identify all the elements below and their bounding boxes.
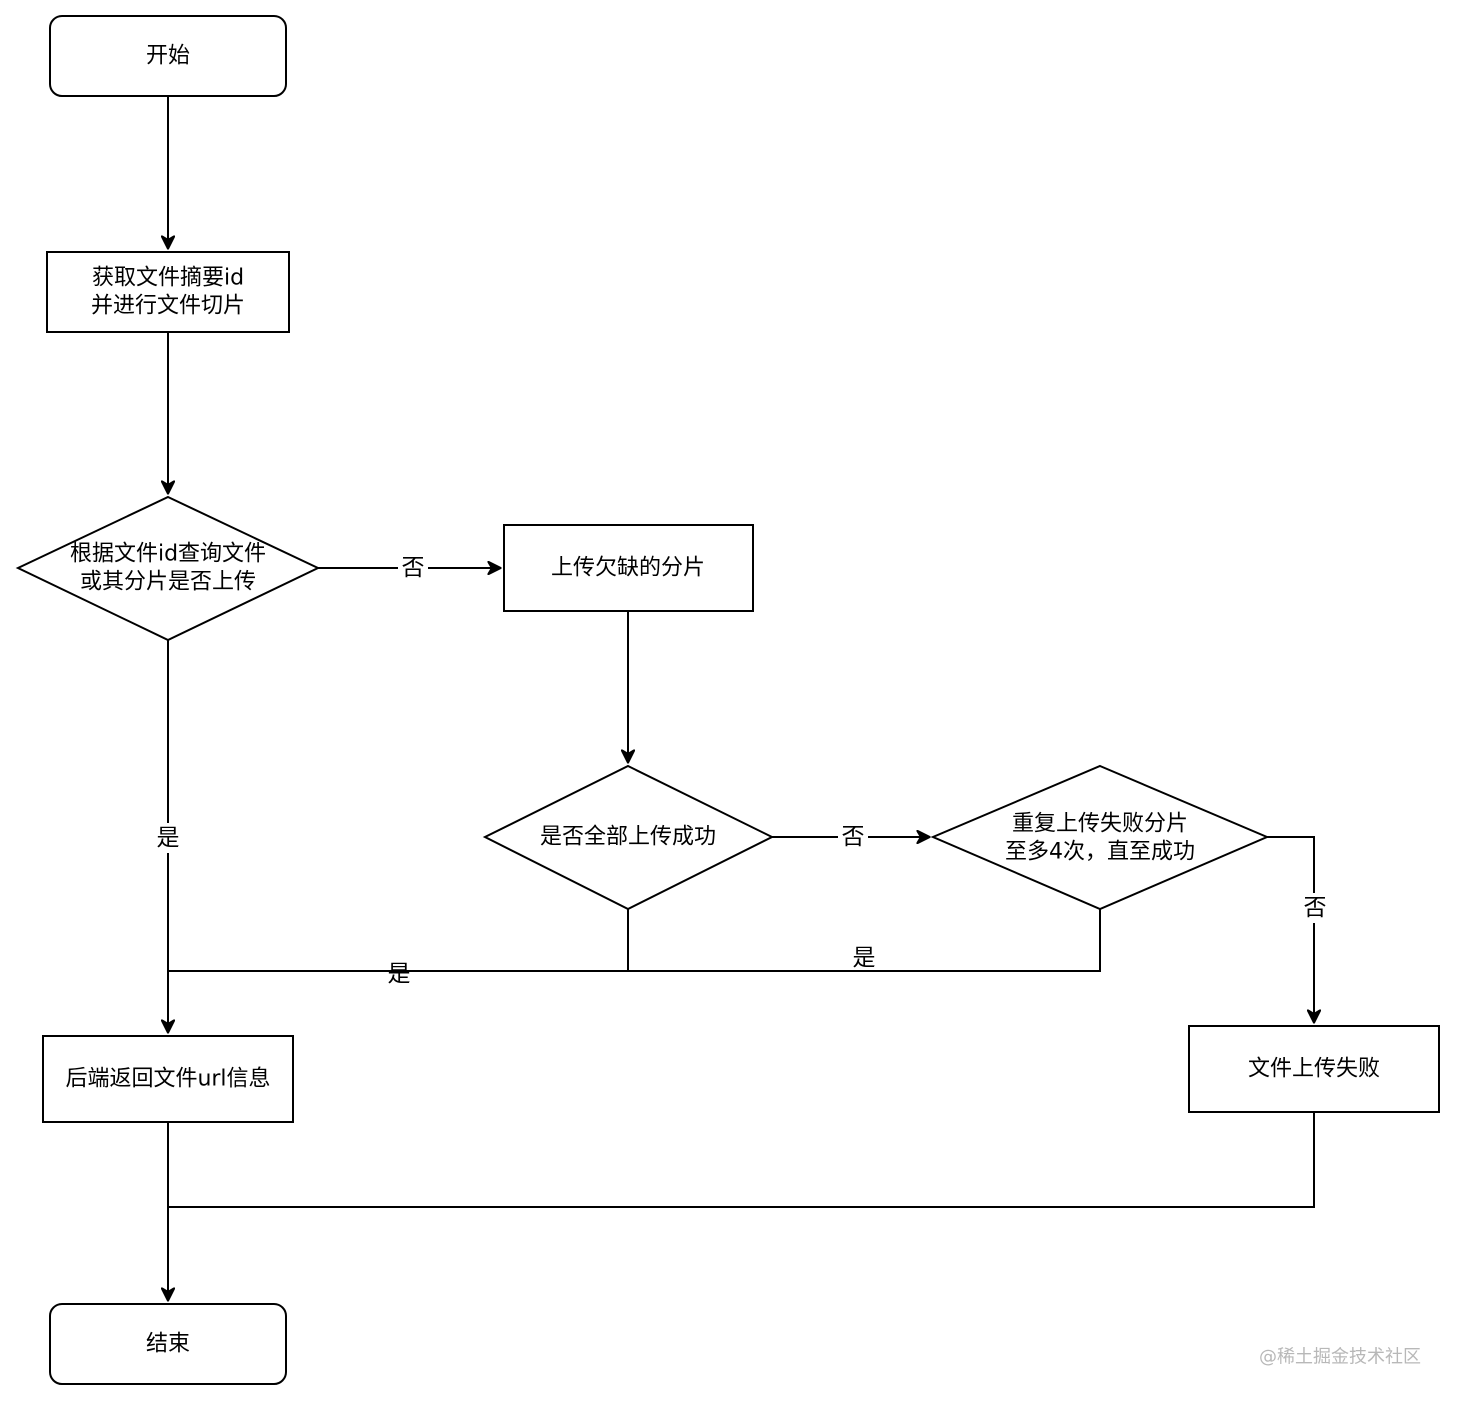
node-upload-failed-label: 文件上传失败 [1248,1057,1380,1082]
node-check-uploaded: 根据文件id查询文件 或其分片是否上传 [15,495,321,642]
edge-label-check-no: 否 [402,555,425,581]
node-get-digest-line-2: 并进行文件切片 [91,294,245,319]
node-backend-return-label: 后端返回文件url信息 [65,1067,270,1092]
edge-label-check-yes: 是 [157,825,180,851]
node-retry-line-2: 至多4次，直至成功 [1005,840,1195,865]
node-check-uploaded-line-1: 根据文件id查询文件 [70,542,266,567]
watermark: @稀土掘金技术社区 [1259,1347,1421,1368]
edge-retry-no-to-failed [1267,836,1314,1022]
node-end: 结束 [49,1303,287,1385]
node-backend-return: 后端返回文件url信息 [42,1035,294,1123]
edge-label-allsuccess-no: 否 [842,824,865,850]
edge-label-retry-yes: 是 [853,945,876,971]
node-upload-missing: 上传欠缺的分片 [503,524,754,612]
node-get-digest-line-1: 获取文件摘要id [92,266,244,291]
edge-label-allsuccess-yes: 是 [388,961,411,987]
edges [168,96,1314,1300]
node-get-digest: 获取文件摘要id 并进行文件切片 [46,251,290,333]
node-all-success: 是否全部上传成功 [482,764,775,911]
edge-failed-to-end [168,1112,1315,1208]
edge-labels: 否 是 否 是 是 否 [153,553,1330,987]
node-retry: 重复上传失败分片 至多4次，直至成功 [930,764,1270,911]
edge-label-retry-no: 否 [1304,895,1327,921]
node-upload-failed: 文件上传失败 [1188,1025,1440,1113]
node-upload-missing-label: 上传欠缺的分片 [551,556,705,581]
edge-retry-yes-to-backend [628,909,1101,972]
node-start-label: 开始 [146,44,190,69]
node-end-label: 结束 [146,1332,190,1357]
node-all-success-label: 是否全部上传成功 [540,825,716,850]
node-check-uploaded-line-2: 或其分片是否上传 [80,570,256,595]
node-retry-line-1: 重复上传失败分片 [1012,812,1188,837]
node-start: 开始 [49,15,287,97]
